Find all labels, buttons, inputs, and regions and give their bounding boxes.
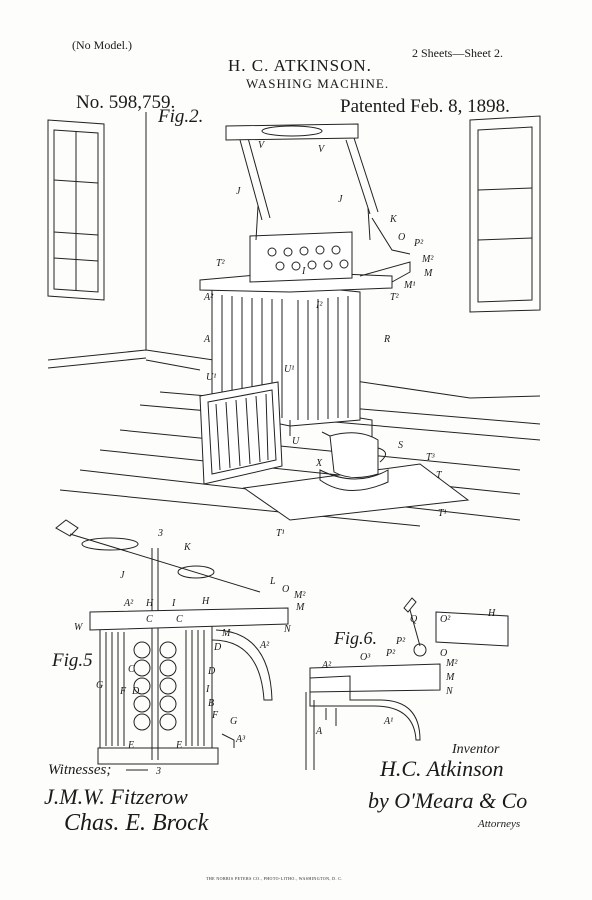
window-right [469,115,541,313]
ref-label: T² [216,258,225,269]
ref-label: I [206,684,210,695]
ref-label: Q [410,614,418,625]
ref-label: A² [260,640,270,651]
ref-label: S [398,440,403,451]
ref-label: G [230,716,238,727]
ref-label: M [424,268,433,279]
attorneys-label: Attorneys [478,818,521,830]
ref-label: N [284,624,291,635]
ref-label: K [390,214,397,225]
ref-label: 3 [156,766,161,777]
witness-signature-1: J.M.W. Fitzerow [44,784,188,809]
ref-label: J [338,194,343,205]
ref-label: X [316,458,323,469]
ref-label: A² [124,598,134,609]
no-model-note: (No Model.) [72,38,132,52]
ref-label: J [236,186,241,197]
ref-label: P² [396,636,406,647]
ref-label: D [208,666,216,677]
attorney-signature: by O'Meara & Co [368,788,528,813]
fig6-detail [305,597,509,770]
ref-label: A¹ [384,716,394,727]
ref-label: U¹ [206,372,217,383]
ref-label: M² [446,658,458,669]
ref-label: A [204,334,211,345]
ref-label: N [446,686,453,697]
ref-label: C [176,614,183,625]
ref-label: K [184,542,191,553]
inventor-signature: H.C. Atkinson [380,756,504,781]
ref-label: R [384,334,391,345]
printer-credit: THE NORRIS PETERS CO., PHOTO-LITHO., WAS… [206,876,343,881]
ref-label: M [296,602,305,613]
ref-label: M² [422,254,434,265]
fig2-machine [199,123,470,521]
ref-label: 3 [158,528,163,539]
ref-label: L [270,576,276,587]
ref-label: D [132,686,140,697]
ref-label: C [128,664,135,675]
ref-label: U¹ [284,364,295,375]
ref-label: V [318,144,325,155]
ref-label: I [172,598,176,609]
ref-label: H [488,608,496,619]
ref-label: O² [440,614,451,625]
ref-label: O [398,232,406,243]
ref-label: A² [204,292,214,303]
ref-label: A³ [236,734,246,745]
ref-label: T² [390,292,399,303]
ref-label: T¹ [438,508,447,519]
ref-label: E [128,740,135,751]
ref-label: F [120,686,127,697]
sheet-count: 2 Sheets—Sheet 2. [412,46,503,60]
ref-label: P² [414,238,424,249]
ref-label: H [146,598,154,609]
ref-label: I² [316,300,323,311]
ref-label: T [436,470,442,481]
ref-label: G [96,680,104,691]
fig5-title: Fig.5 [52,650,93,671]
fig5-section [55,519,289,771]
ref-label: M¹ [404,280,416,291]
invention-title: WASHING MACHINE. [246,76,390,91]
inventor-label: Inventor [452,742,500,757]
ref-label: M [222,628,231,639]
ref-label: C [146,614,153,625]
ref-label: E [176,740,183,751]
ref-label: F [212,710,219,721]
ref-label: D [214,642,222,653]
ref-label: T³ [426,452,435,463]
ref-label: B [208,698,215,709]
witnesses-label: Witnesses; [48,762,112,778]
patent-date: Patented Feb. 8, 1898. [340,96,510,117]
ref-label: M² [294,590,306,601]
ref-label: I [302,266,306,277]
fig6-title: Fig.6. [334,628,377,648]
ref-label: O [282,584,290,595]
ref-label: T¹ [276,528,285,539]
window-left [47,119,105,301]
fig2-title: Fig.2. [158,106,204,127]
ref-label: J [120,570,125,581]
ref-label: O [440,648,448,659]
patent-number: No. 598,759. [76,92,176,113]
ref-label: A² [322,660,332,671]
inventor-name: H. C. ATKINSON. [228,56,372,75]
ref-label: M [446,672,455,683]
ref-label: V [258,140,265,151]
ref-label: H [202,596,210,607]
ref-label: W [74,622,83,633]
witness-signature-2: Chas. E. Brock [64,810,209,836]
ref-label: A [316,726,323,737]
ref-label: O³ [360,652,371,663]
ref-label: U [292,436,300,447]
ref-label: P² [386,648,396,659]
